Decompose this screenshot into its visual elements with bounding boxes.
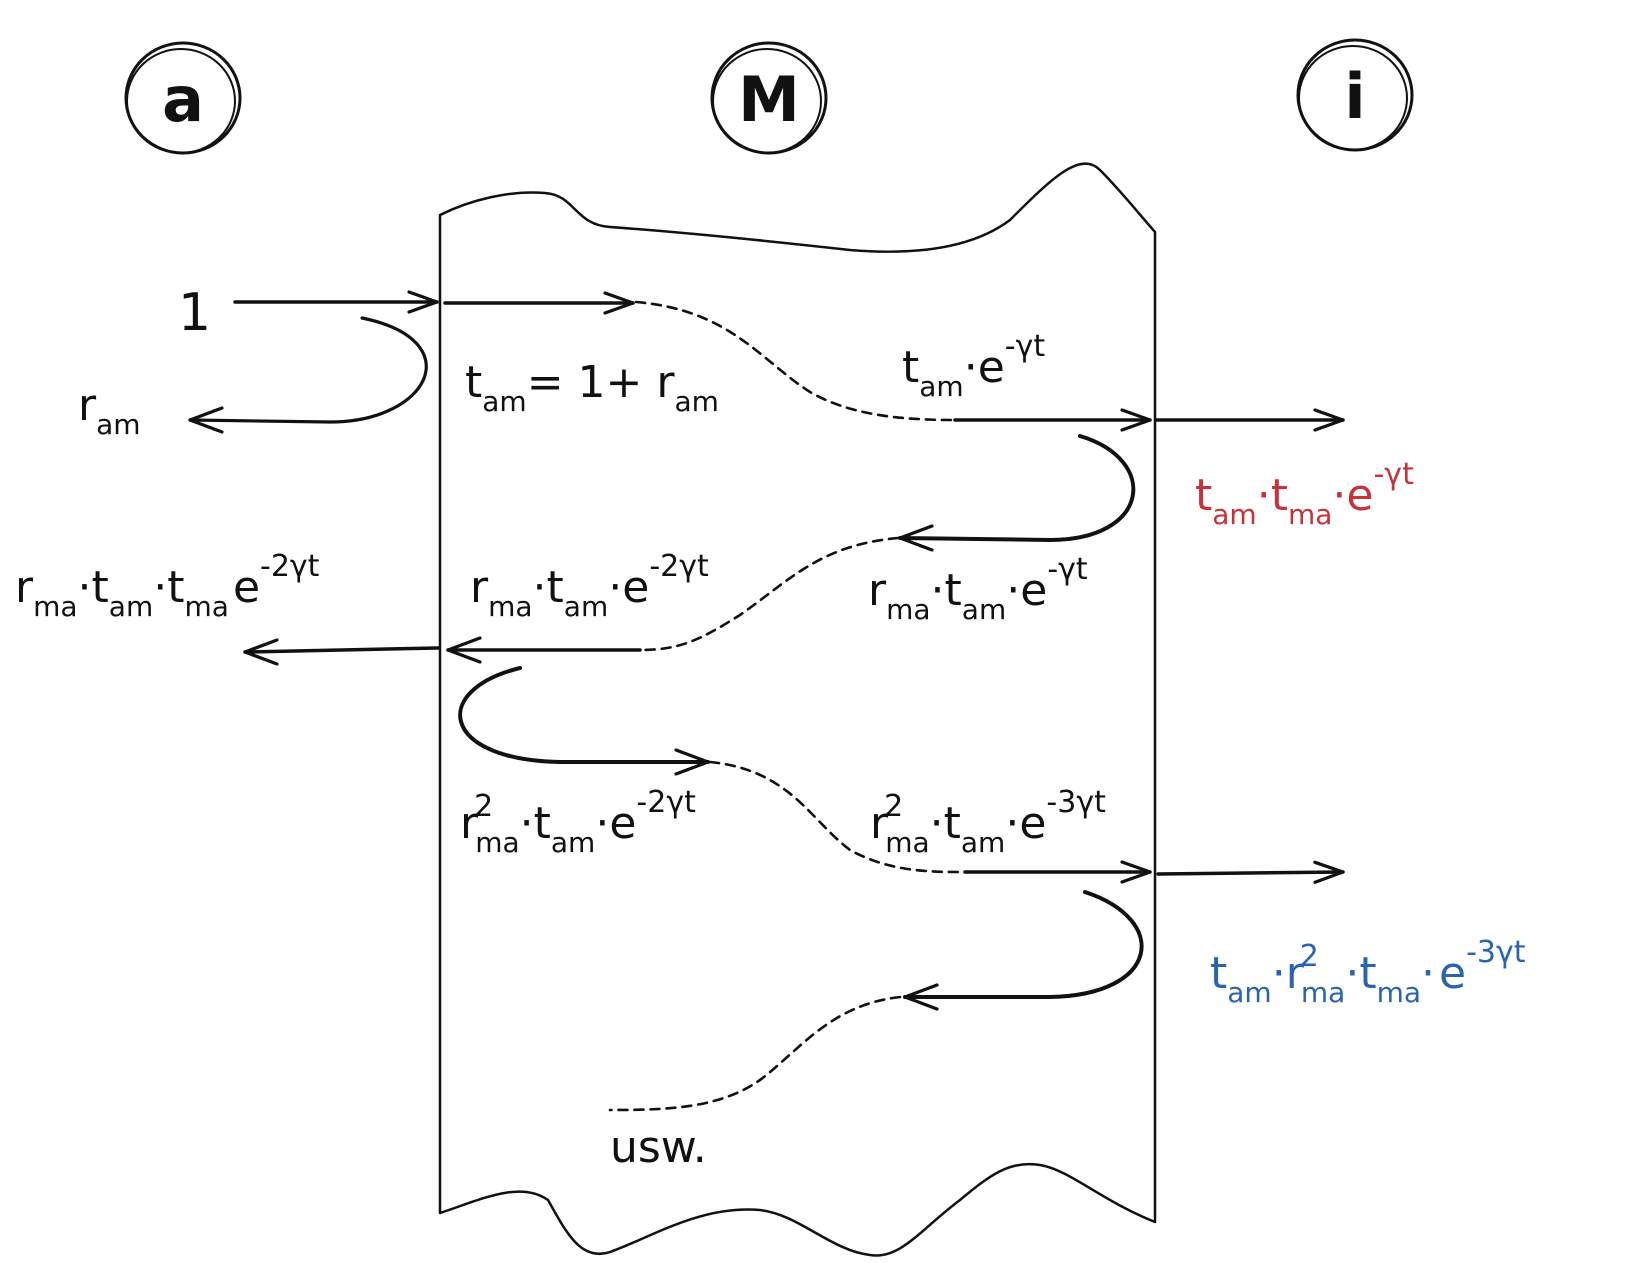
propagation-dash-2 <box>638 536 900 652</box>
region-i-circle: i <box>1296 38 1414 152</box>
reflection-r-am-arrowhead <box>188 406 224 434</box>
internal-reflection-curve-1 <box>898 434 1136 542</box>
output-arrow-2 <box>1156 860 1345 884</box>
internal-reflection-arrowhead-2 <box>674 748 710 776</box>
incident-amplitude-label: 1 <box>178 283 211 343</box>
reflected-output-arrow <box>243 646 440 654</box>
propagation-dash-1 <box>634 300 957 422</box>
internal-reflection-curve-2 <box>458 666 710 764</box>
label-etc: usw. <box>610 1122 707 1173</box>
internal-reflection-arrowhead-1 <box>898 524 934 552</box>
label-row1-mid: tam·e-γt <box>902 329 1045 403</box>
reflected-output-arrowhead <box>243 638 279 666</box>
region-a-label: a <box>162 63 204 136</box>
propagation-dash-4 <box>608 995 902 1112</box>
label-back1-right: rma·tam·e-γt <box>868 552 1088 626</box>
propagation-dash-3 <box>708 760 967 874</box>
label-t-am-definition: tam= 1+ ram <box>465 357 719 418</box>
label-r-am: ram <box>78 380 141 441</box>
reflection-r-am-curve <box>188 316 428 424</box>
back-arrowhead-left-interface <box>446 636 482 664</box>
region-a-circle: a <box>124 41 242 155</box>
internal-reflection-curve-3 <box>903 890 1144 999</box>
label-output-1: tam·tma·e-γt <box>1195 457 1414 531</box>
region-m-circle: M <box>710 41 828 155</box>
region-i-label: i <box>1344 60 1365 133</box>
label-back1-left: rma·tam·e-2γt <box>470 549 709 623</box>
label-reflected-output: rma·tam·tmae-2γt <box>15 549 320 623</box>
internal-reflection-arrowhead-3 <box>903 983 939 1011</box>
medium-slab-outline <box>438 162 1157 1257</box>
region-m-label: M <box>738 63 800 136</box>
